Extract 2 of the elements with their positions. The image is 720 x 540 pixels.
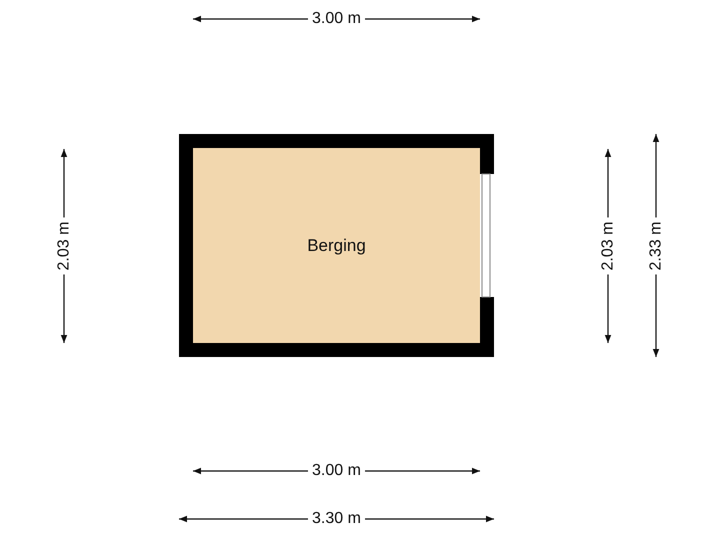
- room-name: Berging: [307, 236, 366, 256]
- room-area: [193, 148, 480, 343]
